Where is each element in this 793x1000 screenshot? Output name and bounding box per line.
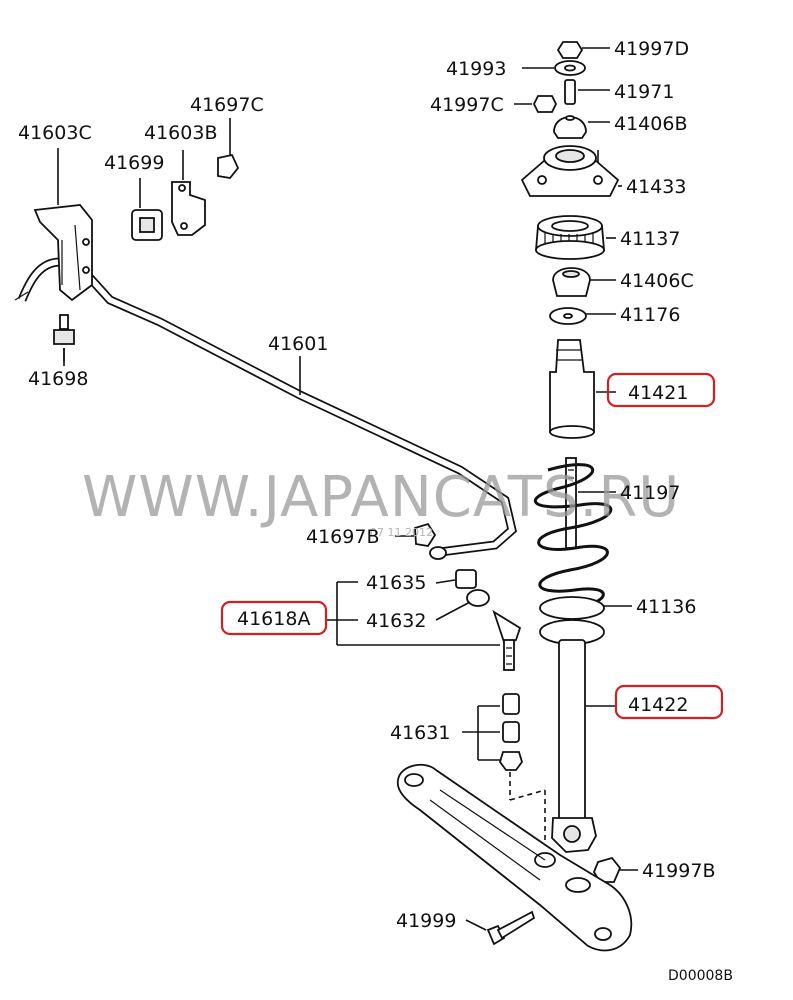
label-41422: 41422: [628, 694, 688, 716]
highlight-41618a: [220, 600, 328, 636]
label-41632: 41632: [366, 610, 426, 632]
label-41993: 41993: [446, 58, 506, 80]
label-41406c: 41406C: [620, 270, 694, 292]
bracket-41603b: [171, 150, 206, 236]
bracket-41603c: [33, 204, 93, 302]
label-41699: 41699: [104, 152, 164, 174]
label-41698: 41698: [28, 368, 88, 390]
label-41137: 41137: [620, 228, 680, 250]
label-41603b: 41603B: [144, 122, 217, 144]
label-41601: 41601: [268, 333, 328, 355]
nut-41697c: [217, 118, 240, 179]
label-41997b: 41997B: [642, 860, 715, 882]
label-41997c: 41997C: [430, 94, 504, 116]
bolt-41999: [465, 910, 536, 946]
nut-41697b: [395, 522, 437, 547]
bushings-41631: [462, 693, 546, 850]
label-41406b: 41406B: [614, 113, 687, 135]
label-41433: 41433: [626, 176, 686, 198]
lower-arm: [396, 763, 633, 952]
label-41997d: 41997D: [614, 38, 689, 60]
watermark-date: 07 11 2012: [370, 526, 433, 539]
strut-assembly: [514, 41, 638, 883]
label-41176: 41176: [620, 304, 680, 326]
stabilizer-link: [326, 569, 522, 671]
label-41197: 41197: [620, 482, 680, 504]
label-41136: 41136: [636, 596, 696, 618]
label-41631: 41631: [390, 722, 450, 744]
watermark: WWW.JAPANCATS.RU: [82, 465, 680, 530]
label-41697b: 41697B: [306, 526, 379, 548]
label-41971: 41971: [614, 81, 674, 103]
label-41618a: 41618A: [237, 608, 310, 630]
highlight-41422: [614, 684, 724, 720]
label-41603c: 41603C: [18, 122, 92, 144]
label-41697c: 41697C: [190, 94, 264, 116]
label-41999: 41999: [396, 910, 456, 932]
label-41635: 41635: [366, 572, 426, 594]
diagram-code: D00008B: [668, 968, 733, 984]
bushing-41699: [131, 178, 163, 241]
label-41421: 41421: [628, 382, 688, 404]
highlight-41421: [606, 372, 716, 408]
